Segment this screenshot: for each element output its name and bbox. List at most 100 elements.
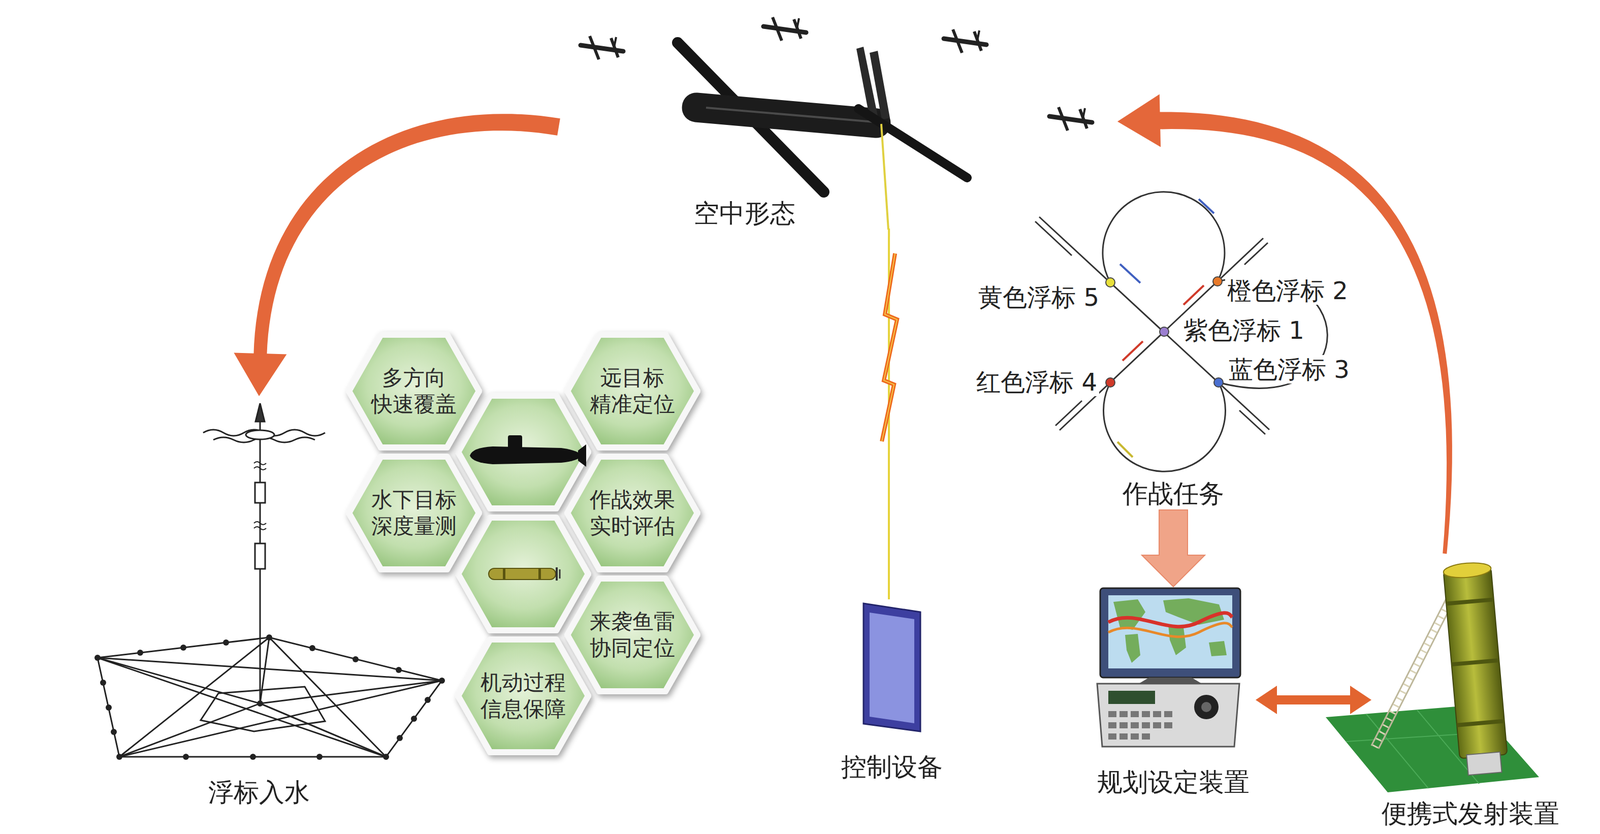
computer-illustration-part <box>1113 598 1227 663</box>
computer-illustration-part-part <box>1108 733 1117 740</box>
buoy-illustration-part-part <box>249 753 256 760</box>
drone-group: 空中形态 <box>558 10 1118 229</box>
computer-illustration-part-part <box>1141 733 1150 740</box>
capability-hex: 多方向 快速覆盖 <box>342 329 486 453</box>
buoy-illustration-part <box>260 680 442 704</box>
submarine-hex-part <box>578 444 587 467</box>
buoy-illustration-part <box>94 634 445 760</box>
launcher-illustration-part <box>1443 561 1510 777</box>
buoy-track-part <box>1122 341 1143 361</box>
hexagon-outline <box>348 334 479 448</box>
buoy-track <box>1035 192 1328 472</box>
torpedo-hex-part <box>502 568 506 580</box>
buoy-illustration-part-part <box>105 704 112 711</box>
buoy-label: 黄色浮标 5 <box>976 282 1102 312</box>
computer-illustration-part-part <box>1130 733 1139 740</box>
computer-illustration-part-part <box>1153 722 1162 729</box>
buoy-illustration-part-part <box>395 666 402 674</box>
small-drone <box>580 36 624 60</box>
mission-box: 作战任务 <box>1112 477 1235 510</box>
torpedo-hex-part <box>488 568 556 580</box>
buoy-label: 蓝色浮标 3 <box>1226 355 1352 384</box>
buoy-illustration-part-part <box>410 715 418 722</box>
hexagon-shape <box>342 451 486 575</box>
buoy-illustration-part-part <box>316 753 323 760</box>
small-drone-part <box>589 36 599 60</box>
caption-text: 作战任务 <box>1122 478 1225 509</box>
buoy-illustration-part <box>254 543 266 569</box>
computer-illustration-part-part <box>1141 711 1150 718</box>
buoy-illustration-part-part <box>352 656 359 663</box>
block-arrow-shape <box>1141 509 1205 587</box>
drone-illustration-part <box>869 50 890 120</box>
buoy-illustration-part-part <box>396 734 403 742</box>
submarine-hex-part <box>507 435 523 449</box>
arrow-head <box>233 353 287 397</box>
buoy-track-part <box>1239 410 1266 435</box>
buoy-illustration-part-part <box>382 753 390 760</box>
buoy-illustration-part-part <box>110 728 117 735</box>
computer-illustration-part <box>1138 677 1202 684</box>
buoy-track-part <box>1035 221 1072 256</box>
hexagon-outline <box>567 334 698 448</box>
small-drone <box>1049 107 1093 131</box>
buoy-illustration-part <box>259 439 262 704</box>
buoy-track-part <box>1198 199 1214 214</box>
buoy-track-part <box>1117 441 1133 458</box>
buoy-illustration-part-part <box>257 700 264 707</box>
computer-illustration-part <box>1194 694 1219 720</box>
computer-illustration-part-part <box>1164 711 1173 718</box>
hexagon-shape <box>561 573 704 697</box>
hex-text: 作战效果 实时评估 <box>579 486 686 540</box>
computer-illustration-part-part <box>1141 722 1150 729</box>
buoy-illustration-part-part <box>424 696 431 703</box>
hexagon-shape <box>561 329 704 453</box>
buoy-illustration-part <box>119 703 261 757</box>
buoy-illustration-part-part <box>438 677 445 684</box>
double-arrow-shape <box>1255 685 1372 715</box>
computer-illustration-part <box>1201 701 1212 713</box>
buoy-illustration-part-part <box>94 654 101 661</box>
double-arrow <box>1255 685 1372 715</box>
computer-illustration-part-part <box>1119 711 1128 718</box>
launcher-device: 便携式发射装置 <box>1371 553 1570 829</box>
torpedo-hex-part <box>555 567 558 581</box>
buoy-label: 橙色浮标 2 <box>1225 276 1351 305</box>
buoy-illustration-part-part <box>137 649 144 656</box>
computer-illustration-part <box>1097 683 1240 747</box>
computer-illustration-part-part <box>1164 722 1173 729</box>
launcher-illustration-part-part <box>1446 597 1494 606</box>
buoy-illustration-part-part <box>222 639 230 646</box>
buoy-illustration-part <box>253 521 267 530</box>
buoy-illustration-part <box>260 637 270 704</box>
arrow-head <box>1117 94 1161 148</box>
buoy-track-part <box>1120 264 1141 283</box>
buoy-track-part <box>1213 377 1224 388</box>
hex-text: 多方向 快速覆盖 <box>360 364 468 419</box>
buoy-illustration-part-part <box>100 679 107 686</box>
computer-illustration-part-part <box>1119 733 1128 740</box>
torpedo-hex-part <box>458 517 589 631</box>
buoy-illustration-part-part <box>266 634 273 641</box>
computer-illustration-part <box>1108 690 1156 704</box>
buoy-track-part <box>1244 242 1268 265</box>
computer-illustration-part <box>1100 588 1241 678</box>
capability-hex: 来袭鱼雷 协同定位 <box>561 573 704 697</box>
hexagon-outline <box>458 639 589 753</box>
buoy-illustration-part <box>255 403 265 422</box>
launch-flow-arrow <box>1117 94 1453 555</box>
small-drone-part <box>614 37 617 48</box>
buoy-label: 红色浮标 4 <box>974 367 1100 397</box>
lightning-link <box>881 228 898 600</box>
buoy-illustration-part <box>200 686 326 732</box>
drone-illustration-part <box>858 108 968 178</box>
buoy-illustration-part-part <box>180 644 187 651</box>
computer-illustration <box>1097 588 1241 747</box>
hexagon-outline <box>567 456 698 570</box>
drone-illustration <box>677 42 968 230</box>
caption-text: 便携式发射装置 <box>1381 798 1560 829</box>
buoy-label: 紫色浮标 1 <box>1181 315 1307 345</box>
capability-hex: 水下目标 深度量测 <box>342 451 486 575</box>
small-drone <box>763 17 807 41</box>
